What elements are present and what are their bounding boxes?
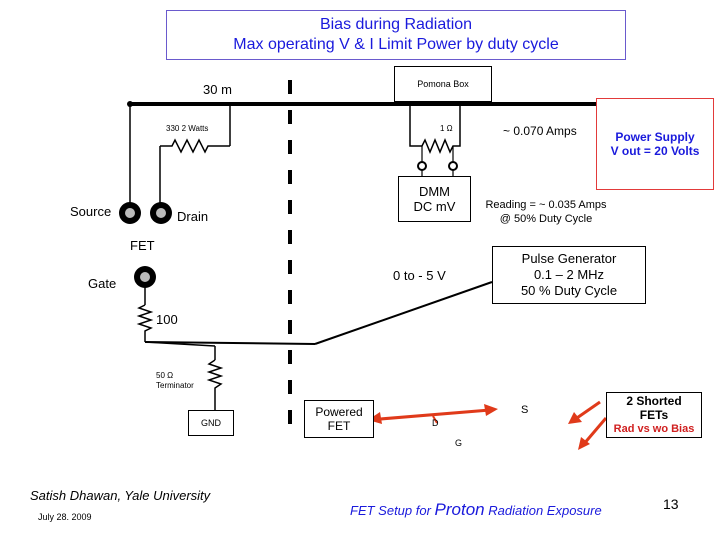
caption: FET Setup for Proton Radiation Exposure: [350, 500, 602, 520]
title-box: Bias during Radiation Max operating V & …: [166, 10, 626, 60]
caption-post: Radiation Exposure: [488, 503, 602, 518]
power-supply-voltage: V out = 20 Volts: [610, 144, 700, 158]
source-terminal: [119, 202, 141, 224]
power-supply-label: Power Supply: [615, 130, 695, 144]
resistor-100: [136, 304, 154, 342]
powered-fet-box: Powered FET: [304, 400, 374, 438]
caption-pre: FET Setup for: [350, 503, 431, 518]
reading-value: Reading = ~ 0.035 Amps: [485, 199, 607, 211]
title-line1: Bias during Radiation: [319, 16, 473, 33]
power-supply-box: Power Supply V out = 20 Volts: [596, 98, 714, 190]
dmm-mode-label: DC mV: [413, 199, 456, 214]
powered-fet-label-2: FET: [327, 419, 351, 433]
terminator-label: 50 Ω Terminator: [156, 371, 194, 391]
terminator-ohms: 50 Ω: [156, 371, 174, 380]
fet-g-label: G: [455, 438, 463, 448]
source-label: Source: [70, 204, 112, 219]
gnd-label: GND: [201, 418, 221, 428]
drain-label: Drain: [177, 209, 209, 224]
fet-d-label: D: [432, 418, 439, 428]
pulse-duty-cycle-label: 50 % Duty Cycle: [520, 283, 618, 298]
pomona-box-label: Pomona Box: [417, 79, 469, 89]
powered-fet-wire: [367, 408, 491, 422]
terminator-text: Terminator: [156, 381, 194, 390]
caption-proton: Proton: [434, 500, 485, 519]
pulse-voltage-label: 0 to - 5 V: [393, 268, 446, 283]
page-number: 13: [663, 496, 679, 512]
shorted-fets-box: 2 Shorted FETs Rad vs wo Bias: [606, 392, 702, 438]
author-label: Satish Dhawan, Yale University: [30, 488, 211, 503]
shorted-fets-label: 2 Shorted: [626, 394, 682, 408]
date-label: July 28. 2009: [38, 512, 92, 522]
reading-duty-cycle: @ 50% Duty Cycle: [499, 213, 593, 225]
gnd-box: GND: [188, 410, 234, 436]
fet-label: FET: [130, 238, 155, 253]
gate-terminal: [134, 266, 156, 288]
dmm-box: DMM DC mV: [398, 176, 471, 222]
resistor-50-terminator: [206, 359, 224, 410]
powered-fet-label: Powered: [315, 405, 363, 419]
resistor-330-label: 330 2 Watts: [166, 124, 209, 133]
rad-vs-bias-label: Rad vs wo Bias: [613, 423, 695, 435]
shorted-fets-label-2: FETs: [639, 408, 669, 422]
pulse-generator-label: Pulse Generator: [521, 251, 617, 266]
reading-label: Reading = ~ 0.035 Amps @ 50% Duty Cycle: [478, 198, 614, 226]
pomona-box: Pomona Box: [394, 66, 492, 102]
pulse-wire: [314, 281, 493, 345]
resistor-1ohm: [409, 104, 461, 154]
current-label: ~ 0.070 Amps: [503, 124, 577, 138]
title-line2: Max operating V & I Limit Power by duty …: [233, 36, 559, 53]
dmm-label: DMM: [418, 184, 451, 199]
cable-length-label: 30 m: [203, 82, 232, 97]
drain-terminal: [150, 202, 172, 224]
fet-s-label: S: [521, 404, 529, 416]
resistor-100-label: 100: [156, 312, 178, 327]
pulse-generator-box: Pulse Generator 0.1 – 2 MHz 50 % Duty Cy…: [492, 246, 646, 304]
gate-label: Gate: [88, 276, 117, 291]
resistor-330: [160, 138, 230, 154]
pulse-frequency-label: 0.1 – 2 MHz: [533, 267, 605, 282]
resistor-1ohm-label: 1 Ω: [440, 124, 453, 133]
